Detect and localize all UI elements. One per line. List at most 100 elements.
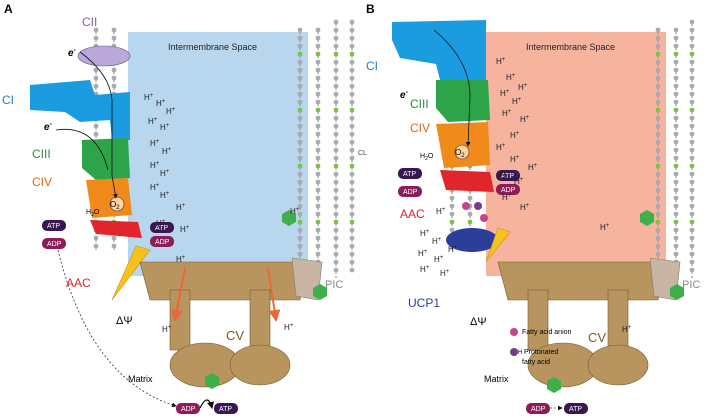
lipid-head bbox=[315, 43, 321, 49]
adp-bubble-right bbox=[150, 236, 174, 247]
lipid-head bbox=[673, 147, 679, 153]
proton-label: H+ bbox=[500, 89, 510, 98]
lipid-head bbox=[655, 27, 661, 33]
proton-label: H+ bbox=[512, 97, 522, 106]
pi-hexagon bbox=[547, 377, 561, 393]
lipid-head bbox=[349, 51, 355, 57]
lipid-head bbox=[333, 171, 339, 177]
lipid-head bbox=[349, 187, 355, 193]
lipid-head bbox=[333, 155, 339, 161]
lipid-head bbox=[655, 99, 661, 105]
lipid-head bbox=[315, 107, 321, 113]
lipid-head bbox=[689, 187, 695, 193]
complex-i bbox=[392, 20, 486, 80]
lipid-head bbox=[689, 19, 695, 25]
legend-anion-label: Fatty acid anion bbox=[522, 329, 572, 336]
lipid-head bbox=[333, 267, 339, 273]
adp-label: ADP bbox=[181, 406, 196, 413]
proton-label: H+ bbox=[502, 193, 512, 202]
complex-iii bbox=[436, 80, 490, 122]
lipid-head bbox=[93, 75, 99, 81]
electron-cii: e- bbox=[68, 47, 77, 59]
matrix-label: Matrix bbox=[128, 374, 153, 384]
proton-label: H+ bbox=[166, 107, 176, 116]
lipid-head bbox=[315, 35, 321, 41]
lipid-head bbox=[315, 163, 321, 169]
lipid-head bbox=[297, 251, 303, 257]
lipid-head bbox=[673, 123, 679, 129]
oxygen-site bbox=[454, 144, 470, 160]
lipid-head bbox=[349, 115, 355, 121]
lipid-head bbox=[655, 91, 661, 97]
lipid-head bbox=[689, 147, 695, 153]
adp-bubble-right bbox=[496, 184, 520, 195]
proton-label: H+ bbox=[144, 93, 154, 102]
electron-path bbox=[433, 29, 471, 147]
proton-label: H+ bbox=[160, 123, 170, 132]
lipid-head bbox=[333, 147, 339, 153]
proton-label: H+ bbox=[436, 207, 446, 216]
adp-label: ADP bbox=[403, 189, 418, 196]
lipid-head bbox=[349, 43, 355, 49]
lipid-head bbox=[111, 243, 117, 249]
lipid-head bbox=[689, 75, 695, 81]
lipid-head bbox=[315, 131, 321, 137]
proton-label: H+ bbox=[622, 325, 632, 334]
lipid-head bbox=[673, 83, 679, 89]
lipid-head bbox=[689, 267, 695, 273]
lipid-head bbox=[673, 35, 679, 41]
potential-label: ΔΨ bbox=[470, 316, 487, 328]
adp-label: ADP bbox=[155, 239, 170, 246]
lipid-head bbox=[689, 171, 695, 177]
atp-label: ATP bbox=[219, 406, 232, 413]
intermembrane-space bbox=[128, 32, 308, 276]
proton-label: H+ bbox=[284, 323, 294, 332]
lipid-head bbox=[333, 227, 339, 233]
lipid-head bbox=[673, 243, 679, 249]
lipid-head bbox=[333, 203, 339, 209]
proton-label: H+ bbox=[432, 237, 442, 246]
pi-hexagon bbox=[670, 284, 684, 300]
lipid-head bbox=[297, 235, 303, 241]
cv-label: CV bbox=[226, 328, 244, 343]
lipid-head bbox=[689, 235, 695, 241]
h2o-label: H2O bbox=[420, 153, 434, 162]
lipid-head bbox=[315, 75, 321, 81]
lipid-head bbox=[333, 83, 339, 89]
lipid-head bbox=[689, 43, 695, 49]
lipid-head bbox=[315, 179, 321, 185]
lipid-head bbox=[315, 83, 321, 89]
proton-label: H+ bbox=[510, 131, 520, 140]
lipid-head bbox=[93, 83, 99, 89]
panel-letter: A bbox=[4, 2, 13, 16]
proton-label: H+ bbox=[162, 147, 172, 156]
lipid-head bbox=[333, 123, 339, 129]
lipid-head bbox=[673, 99, 679, 105]
aac-transporter bbox=[90, 220, 142, 238]
lipid-head bbox=[297, 195, 303, 201]
lipid-head bbox=[655, 243, 661, 249]
lipid-head bbox=[111, 35, 117, 41]
proton-label: H+ bbox=[420, 229, 430, 238]
lipid-head bbox=[297, 43, 303, 49]
lipid-head bbox=[673, 91, 679, 97]
membrane-potential-wedge bbox=[485, 227, 511, 263]
lipid-head bbox=[349, 219, 355, 225]
lipid-head bbox=[689, 251, 695, 257]
lipid-head bbox=[349, 75, 355, 81]
potential-label: ΔΨ bbox=[116, 315, 133, 327]
lipid-head bbox=[297, 107, 303, 113]
lipid-head bbox=[315, 195, 321, 201]
lipid-head bbox=[349, 243, 355, 249]
proton-label: H+ bbox=[520, 115, 530, 124]
lipid-head bbox=[297, 83, 303, 89]
electron-ci: e- bbox=[400, 89, 409, 101]
proton-label: H+ bbox=[506, 73, 516, 82]
proton-label: H+ bbox=[528, 163, 538, 172]
lipid-head bbox=[673, 179, 679, 185]
legend-protonated-h: H bbox=[518, 350, 522, 356]
lipid-head bbox=[349, 35, 355, 41]
lipid-head bbox=[349, 235, 355, 241]
lipid-head bbox=[349, 211, 355, 217]
lipid-head bbox=[449, 227, 455, 233]
